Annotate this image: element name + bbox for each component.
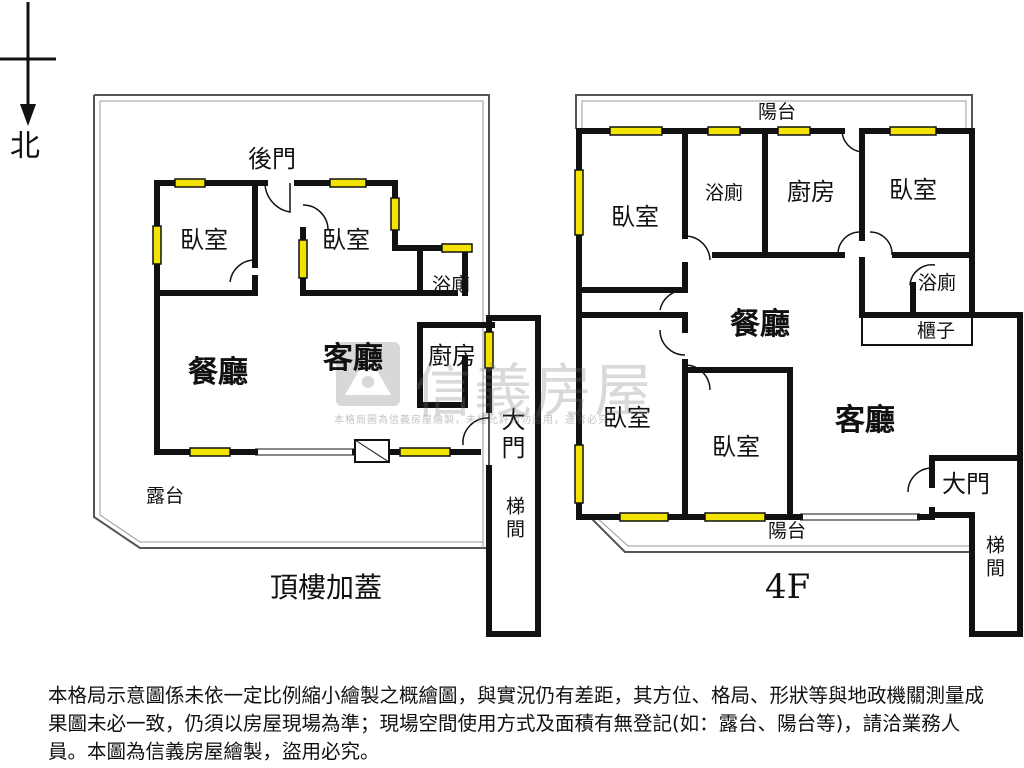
- right-balcony-bottom-label: 陽台: [768, 520, 807, 542]
- left-bedroom-a-label: 臥室: [180, 226, 228, 254]
- left-bath-label: 浴廁: [432, 274, 471, 296]
- right-bath-e-label: 浴廁: [918, 272, 957, 294]
- right-living-label: 客廳: [835, 403, 895, 438]
- left-bedroom-b-label: 臥室: [322, 226, 370, 254]
- left-living-label: 客廳: [323, 341, 383, 376]
- north-label: 北: [10, 129, 40, 164]
- compass-arrow-icon: [0, 2, 56, 126]
- right-plan-caption: 4F: [765, 567, 811, 607]
- watermark-brand-text: 信義房屋: [414, 357, 655, 425]
- left-plan-caption: 頂樓加蓋: [270, 571, 383, 604]
- right-bedroom-nw-label: 臥室: [611, 203, 659, 231]
- left-main-door-label: 大門: [497, 407, 525, 463]
- left-dining-label: 餐廳: [188, 355, 248, 390]
- right-bedroom-s-label: 臥室: [712, 433, 760, 461]
- right-cabinet-label: 櫃子: [917, 320, 956, 342]
- left-back-door-label: 後門: [248, 145, 296, 173]
- right-bedroom-ne-label: 臥室: [889, 176, 937, 204]
- right-stairs-label: 梯間: [983, 535, 1005, 581]
- brand-watermark: 信義房屋 本格局圖為信義房屋繪製，未經允許請勿盜用，違者必究: [334, 338, 694, 428]
- right-balcony-top-label: 陽台: [758, 101, 797, 123]
- right-kitchen-label: 廚房: [787, 178, 835, 206]
- right-dining-label: 餐廳: [730, 307, 790, 342]
- right-bedroom-sw-label: 臥室: [603, 404, 651, 432]
- left-plan: [93, 94, 541, 637]
- right-bath-n-label: 浴廁: [705, 182, 744, 204]
- disclaimer-text: 本格局示意圖係未依一定比例縮小繪製之概繪圖，與實況仍有差距，其方位、格局、形狀等…: [48, 684, 985, 763]
- watermark-notice-text: 本格局圖為信義房屋繪製，未經允許請勿盜用，違者必究: [334, 415, 609, 426]
- left-terrace-label: 露台: [146, 485, 185, 507]
- right-main-door-label: 大門: [942, 470, 990, 498]
- brand-logo-icon: [336, 342, 400, 406]
- right-plan: [574, 94, 1023, 637]
- left-stairs-label: 梯間: [503, 496, 525, 542]
- left-kitchen-label: 廚房: [428, 342, 476, 370]
